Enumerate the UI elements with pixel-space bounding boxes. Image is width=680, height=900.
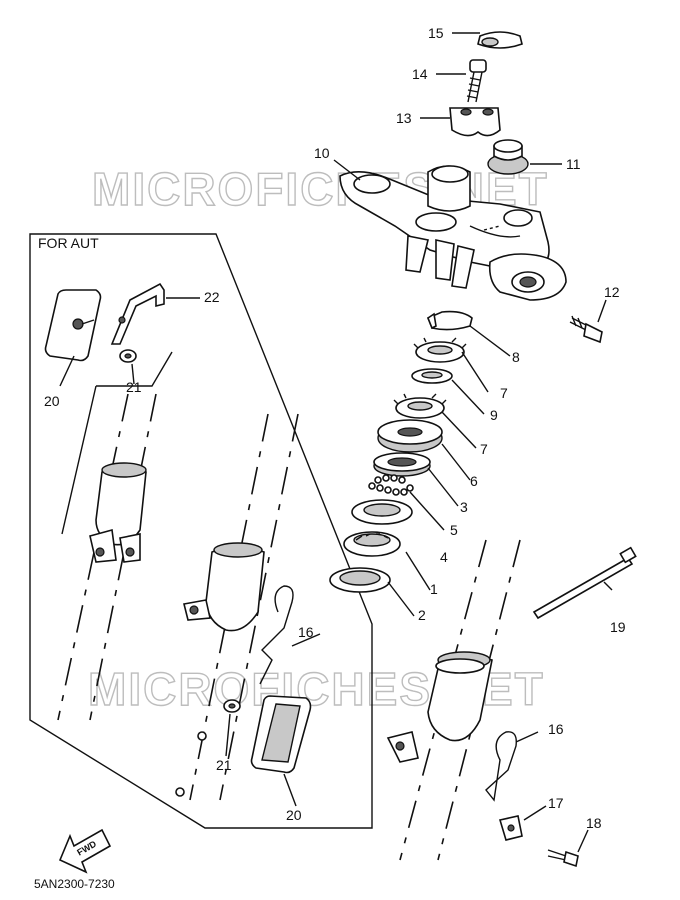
part-22-bracket xyxy=(110,282,165,345)
part-8-lock-washer xyxy=(426,310,473,331)
part-9-rubber-washer xyxy=(411,368,453,384)
callout-1: 1 xyxy=(430,581,438,597)
callout-17: 17 xyxy=(548,795,564,811)
part-16-clip-right xyxy=(485,731,517,802)
callout-6: 6 xyxy=(470,473,478,489)
part-18-bolt xyxy=(547,849,579,868)
left-fork-inset xyxy=(57,393,157,721)
part-4-bearing xyxy=(343,499,413,557)
part-6-bearing-cover xyxy=(377,419,443,453)
part-12-bolt xyxy=(569,315,603,344)
part-lower-clamp xyxy=(488,253,567,301)
callout-16-left: 16 xyxy=(298,624,314,640)
part-19-cable-tie xyxy=(532,546,637,620)
callout-22: 22 xyxy=(204,289,220,305)
part-10-upper-bracket xyxy=(339,165,550,289)
callout-10: 10 xyxy=(314,145,330,161)
part-14-bolt xyxy=(466,59,487,103)
part-13-holder xyxy=(449,107,501,137)
callout-20-upper: 20 xyxy=(44,393,60,409)
callout-4: 4 xyxy=(440,549,448,565)
callout-2: 2 xyxy=(418,607,426,623)
callout-20-lower: 20 xyxy=(286,807,302,823)
part-15-cap xyxy=(477,31,523,49)
callout-8: 8 xyxy=(512,349,520,365)
callout-11: 11 xyxy=(566,156,581,172)
callout-13: 13 xyxy=(396,110,412,126)
part-5-steel-balls xyxy=(368,474,414,496)
inset-guide-lines xyxy=(61,351,173,535)
part-3-ball-race xyxy=(373,452,431,477)
callout-12: 12 xyxy=(604,284,620,300)
callout-14: 14 xyxy=(412,66,428,82)
part-2-dust-seal xyxy=(329,567,391,593)
callout-5: 5 xyxy=(450,522,458,538)
part-21-nut-lower xyxy=(223,699,241,713)
callout-9: 9 xyxy=(490,407,498,423)
callout-18: 18 xyxy=(586,815,602,831)
part-7-ring-nut-lower xyxy=(393,393,447,419)
part-20-reflector-upper xyxy=(44,289,102,362)
left-fork-middle xyxy=(175,413,299,801)
callout-7-lower: 7 xyxy=(480,441,488,457)
diagram-code: 5AN2300-7230 xyxy=(34,877,115,891)
part-17-bracket xyxy=(498,815,523,841)
callout-labels: 15 14 13 10 11 12 8 7 9 7 6 3 5 4 1 2 19… xyxy=(44,25,626,831)
steering-stem-right xyxy=(386,539,521,861)
callout-3: 3 xyxy=(460,499,468,515)
part-21-nut-upper xyxy=(119,349,137,363)
leader-lines xyxy=(59,32,613,853)
callout-16-right: 16 xyxy=(548,721,564,737)
callout-21-upper: 21 xyxy=(126,379,142,395)
callout-15: 15 xyxy=(428,25,444,41)
part-20-reflector-lower xyxy=(250,695,312,774)
part-16-clip-left xyxy=(259,585,294,685)
part-7-ring-nut-upper xyxy=(413,337,467,363)
callout-21-lower: 21 xyxy=(216,757,232,773)
inset-label: FOR AUT xyxy=(38,235,99,251)
callout-7-upper: 7 xyxy=(500,385,508,401)
fwd-arrow-icon: FWD xyxy=(58,828,112,874)
part-11-nut xyxy=(487,139,529,175)
callout-19: 19 xyxy=(610,619,626,635)
inset-frame xyxy=(29,233,373,829)
